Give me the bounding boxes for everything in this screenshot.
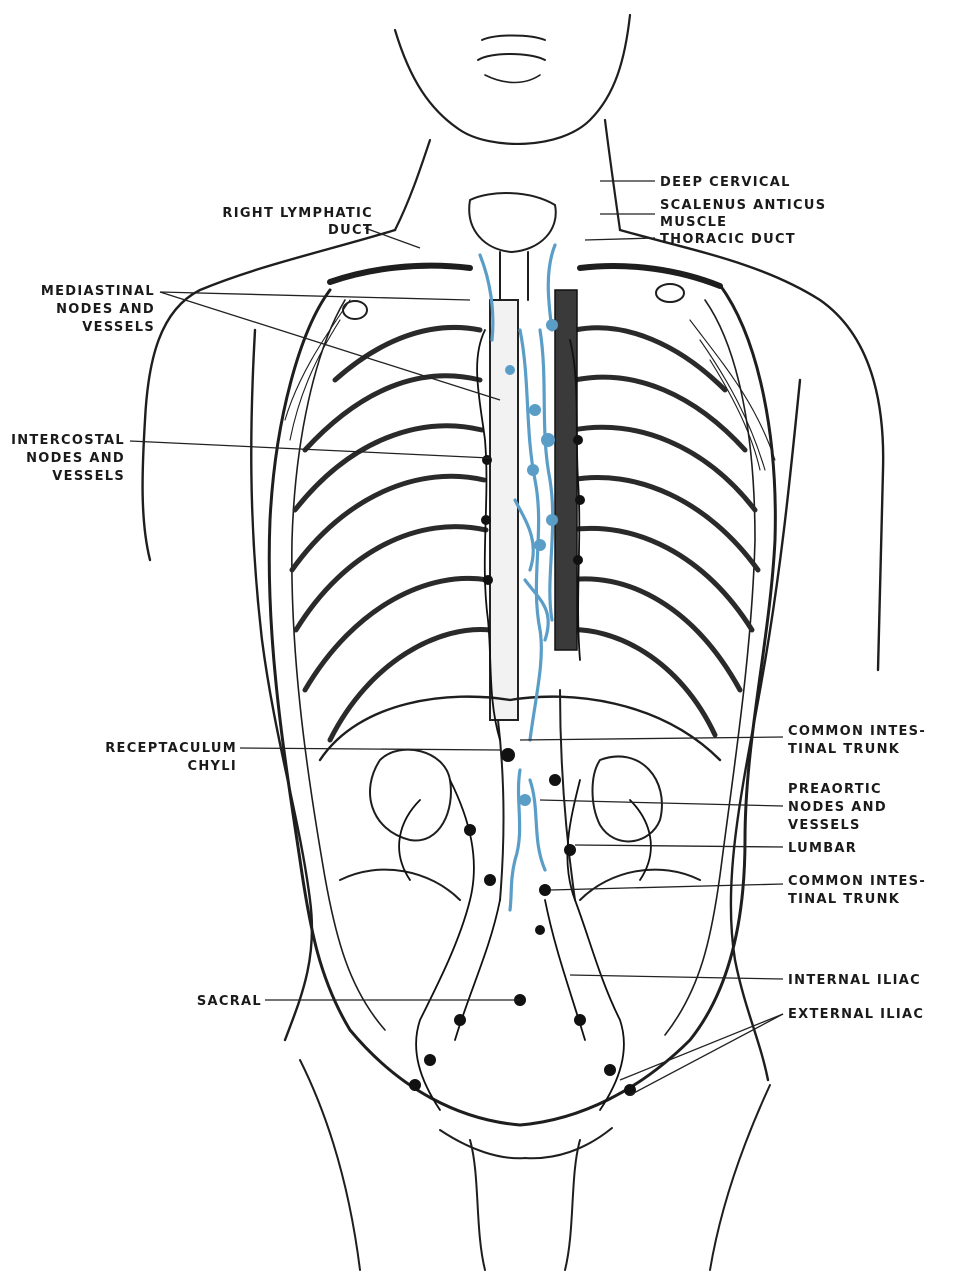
label-thoracic-duct: THORACIC DUCT [660,232,796,247]
label-scalenus-muscle: MUSCLE [660,215,727,230]
label-mediastinal: MEDIASTINAL [41,284,155,299]
label-intercostal: INTERCOSTAL [11,433,125,448]
label-receptaculum-chyli: CHYLI [188,759,237,774]
label-mediastinal-nodes: NODES AND [56,302,155,317]
label-external-iliac: EXTERNAL ILIAC [788,1007,924,1022]
label-preaortic: PREAORTIC [788,782,882,797]
label-sacral: SACRAL [197,994,262,1009]
label-intercostal-nodes: NODES AND [26,451,125,466]
ribcage [289,324,761,743]
anatomy-labels: DEEP CERVICAL SCALENUS ANTICUS MUSCLE TH… [11,175,926,1022]
label-lumbar: LUMBAR [788,841,857,856]
lymph-vessels-black [398,329,652,1111]
label-common-intestinal-lower-1: COMMON INTES- [788,874,926,889]
label-right-lymphatic: RIGHT LYMPHATIC [222,206,373,221]
label-preaortic-vessels: VESSELS [788,818,861,833]
lymph-vessels-blue [478,243,558,912]
label-common-intestinal-upper-1: COMMON INTES- [788,724,926,739]
label-internal-iliac: INTERNAL ILIAC [788,973,921,988]
leader-lines [129,180,784,1096]
label-preaortic-nodes: NODES AND [788,800,887,815]
clavicles [327,262,723,320]
spine-and-aorta [318,192,722,901]
body-outline [141,13,885,1271]
label-deep-cervical: DEEP CERVICAL [660,175,791,190]
label-mediastinal-vessels: VESSELS [82,320,155,335]
label-common-intestinal-lower-2: TINAL TRUNK [788,892,900,907]
label-scalenus-anticus: SCALENUS ANTICUS [660,198,826,213]
label-common-intestinal-upper-2: TINAL TRUNK [788,742,900,757]
label-intercostal-vessels: VESSELS [52,469,125,484]
label-receptaculum: RECEPTACULUM [105,741,237,756]
label-right-lymphatic-duct: DUCT [328,223,373,238]
